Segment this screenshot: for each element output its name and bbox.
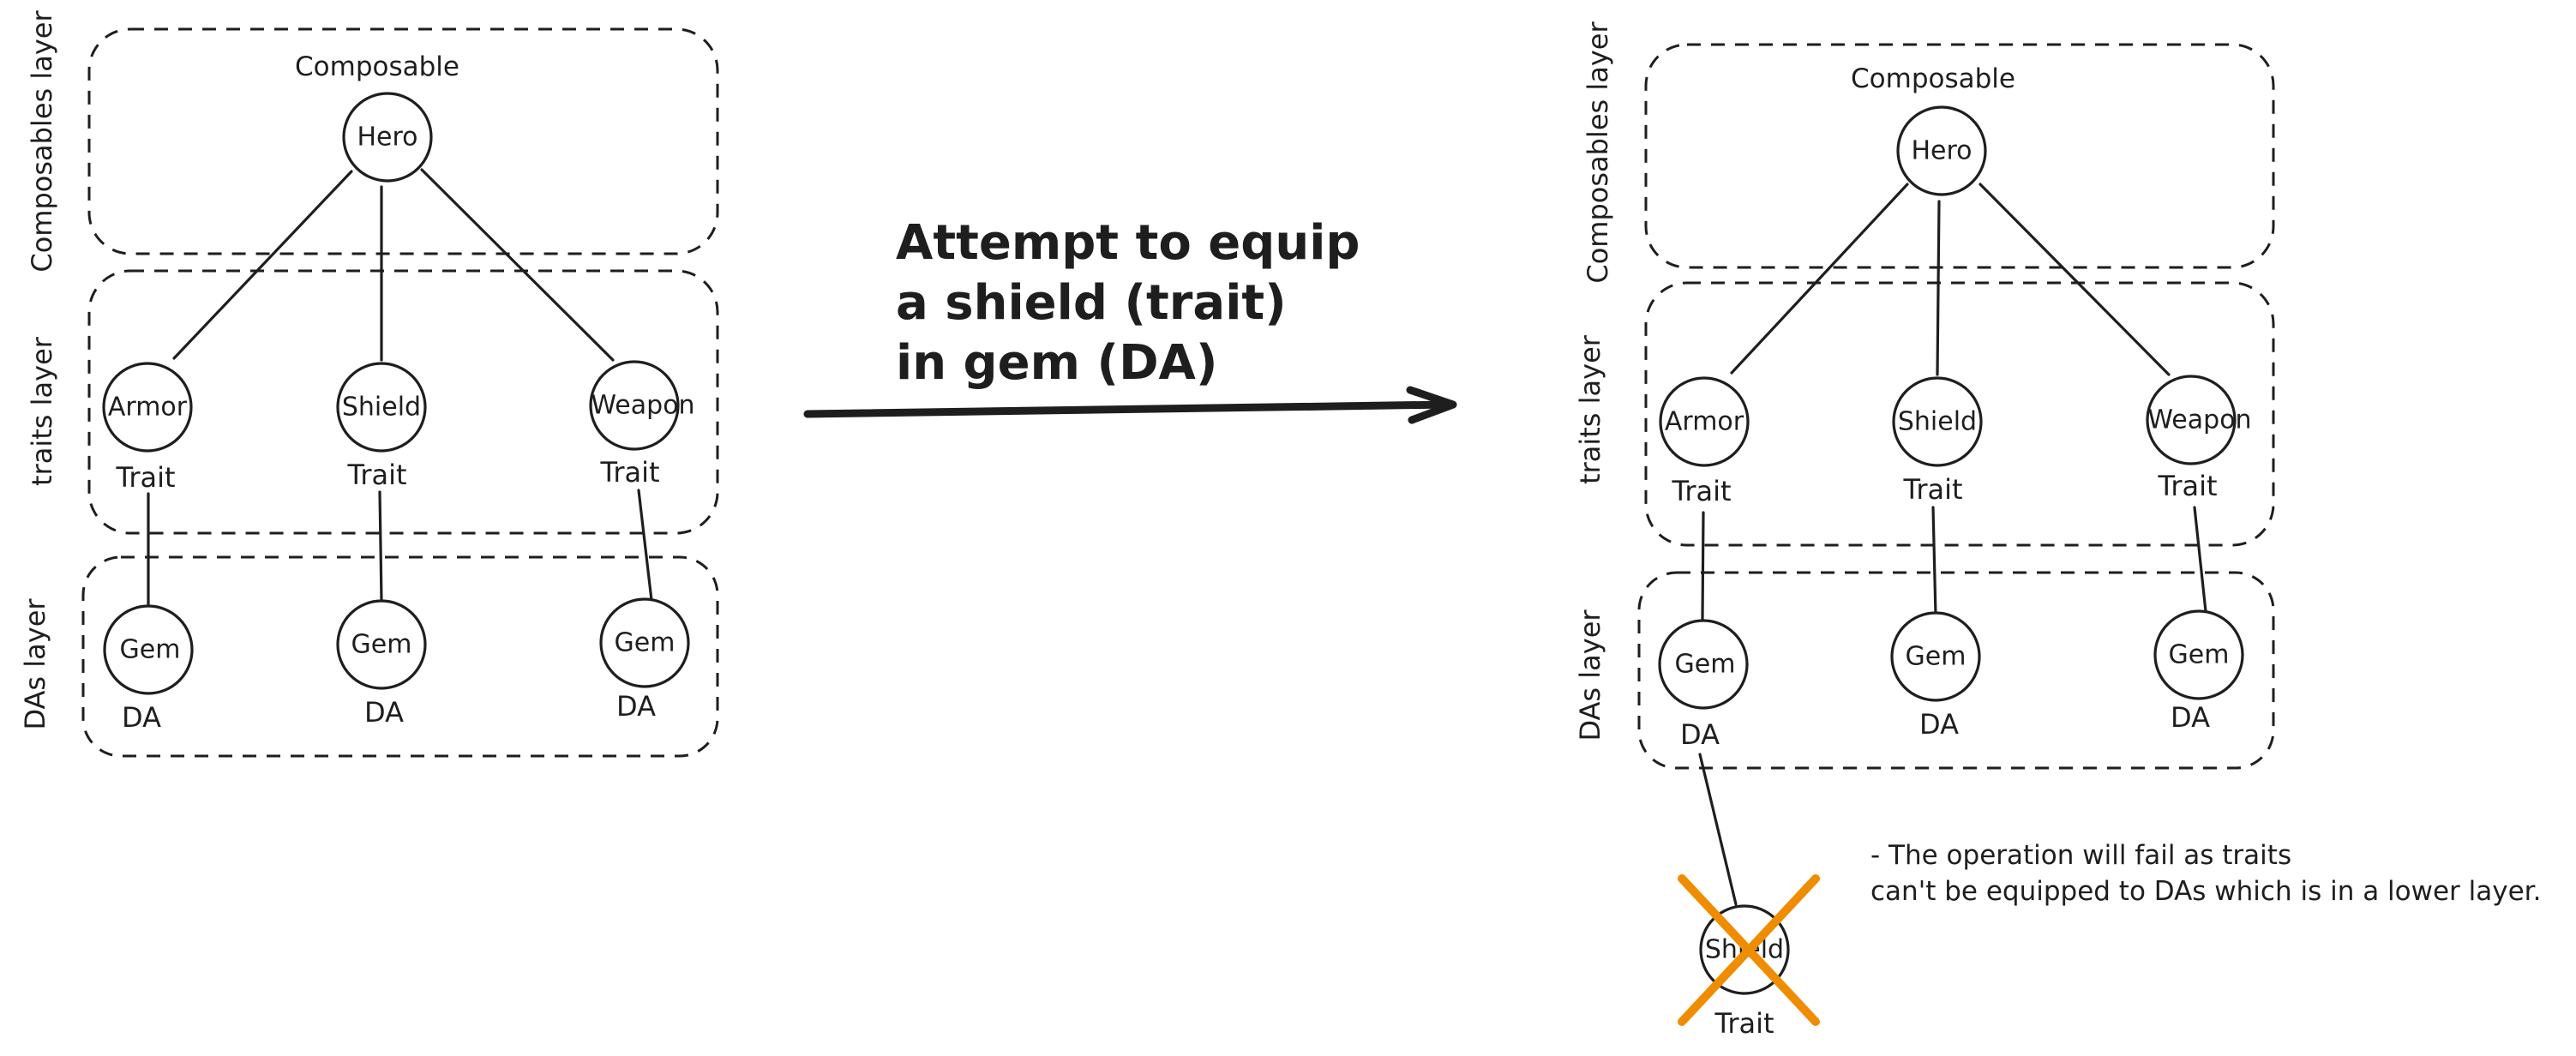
left-traits-layer-box [87,269,719,535]
failure-note-line-2: can't be equipped to DAs which is in a l… [1870,876,2541,907]
left-composables-layer-label: Composables layer [26,10,58,273]
attempt-arrow: Attempt to equip a shield (trait) in gem… [803,215,1457,424]
right-edge-weapon-gem [2193,506,2207,613]
left-gem-node-3 [599,597,690,688]
right-traits-layer-box [1644,281,2275,547]
right-hero-node [1896,105,1987,196]
right-gem-label-2: Gem [1906,642,1967,672]
left-shield-label: Shield [342,393,421,423]
right-gem-node-1 [1658,619,1749,710]
left-hero-node [342,92,433,183]
left-weapon-label: Weapon [591,391,694,421]
right-edge-hero-weapon [1979,183,2171,376]
arrow-shaft [803,400,1453,418]
right-edge-armor-gem [1701,511,1705,621]
right-armor-type-label: Trait [1671,475,1731,507]
right-hero-label: Hero [1911,136,1972,166]
left-diagram: Composables layer traits layer DAs layer… [19,10,719,758]
right-composables-layer-label: Composables layer [1582,21,1614,284]
right-gem-label-3: Gem [2169,640,2230,670]
right-gem-node-3 [2153,609,2244,700]
right-das-layer-box [1637,571,2275,770]
left-das-layer-label: DAs layer [19,598,51,730]
failed-shield-type-label: Trait [1714,1007,1774,1040]
right-diagram: Composables layer traits layer DAs layer… [1574,21,2541,1040]
failure-cross-stroke-2 [1678,874,1820,1026]
right-edge-shield-gem [1931,506,1937,617]
left-armor-node [102,362,193,453]
left-composables-layer-box [87,27,719,255]
arrow-label-line-1: Attempt to equip [896,215,1360,271]
right-gem-type-label-2: DA [1919,708,1959,741]
right-composables-layer-box [1644,43,2275,269]
left-weapon-node [589,360,680,451]
right-shield-label: Shield [1898,407,1977,437]
left-shield-type-label: Trait [346,459,406,491]
arrow-label-line-2: a shield (trait) [896,275,1287,331]
right-edge-gem-failed-shield [1698,753,1738,906]
right-weapon-node [2146,375,2237,465]
right-composable-label: Composable [1851,63,2015,94]
left-das-layer-box [81,555,719,758]
right-weapon-label: Weapon [2147,405,2251,435]
left-gem-node-1 [103,604,194,695]
right-shield-type-label: Trait [1902,473,1962,506]
left-armor-type-label: Trait [115,461,175,494]
right-das-layer-label: DAs layer [1574,609,1606,741]
left-gem-label-3: Gem [615,628,676,658]
right-weapon-type-label: Trait [2157,470,2217,502]
right-edge-hero-armor [1730,183,1909,375]
left-gem-type-label-1: DA [122,701,161,734]
right-gem-label-1: Gem [1675,650,1736,680]
left-edge-hero-weapon [420,168,615,362]
right-edge-hero-shield [1936,200,1941,376]
left-weapon-type-label: Trait [599,456,659,489]
right-gem-node-2 [1890,611,1981,702]
right-gem-type-label-3: DA [2171,701,2210,734]
left-gem-type-label-3: DA [616,690,656,723]
failure-note-line-1: - The operation will fail as traits [1870,840,2291,871]
left-edge-hero-armor [172,170,353,360]
right-shield-node [1892,376,1983,467]
left-traits-layer-label: traits layer [26,336,58,486]
right-armor-node [1659,376,1750,467]
arrow-label-line-3: in gem (DA) [896,335,1217,391]
left-edge-shield-gem [378,490,383,602]
right-armor-label: Armor [1665,407,1744,437]
left-armor-label: Armor [108,393,188,423]
left-shield-node [336,362,427,453]
left-gem-node-2 [336,599,427,690]
left-gem-type-label-2: DA [364,696,404,729]
arrow-head [1406,386,1457,424]
left-composable-label: Composable [295,51,459,82]
right-gem-type-label-1: DA [1680,718,1720,751]
left-gem-label-2: Gem [351,630,412,660]
left-hero-label: Hero [357,123,417,153]
left-edge-weapon-gem [637,489,653,602]
right-traits-layer-label: traits layer [1574,334,1606,484]
left-gem-label-1: Gem [120,635,181,665]
